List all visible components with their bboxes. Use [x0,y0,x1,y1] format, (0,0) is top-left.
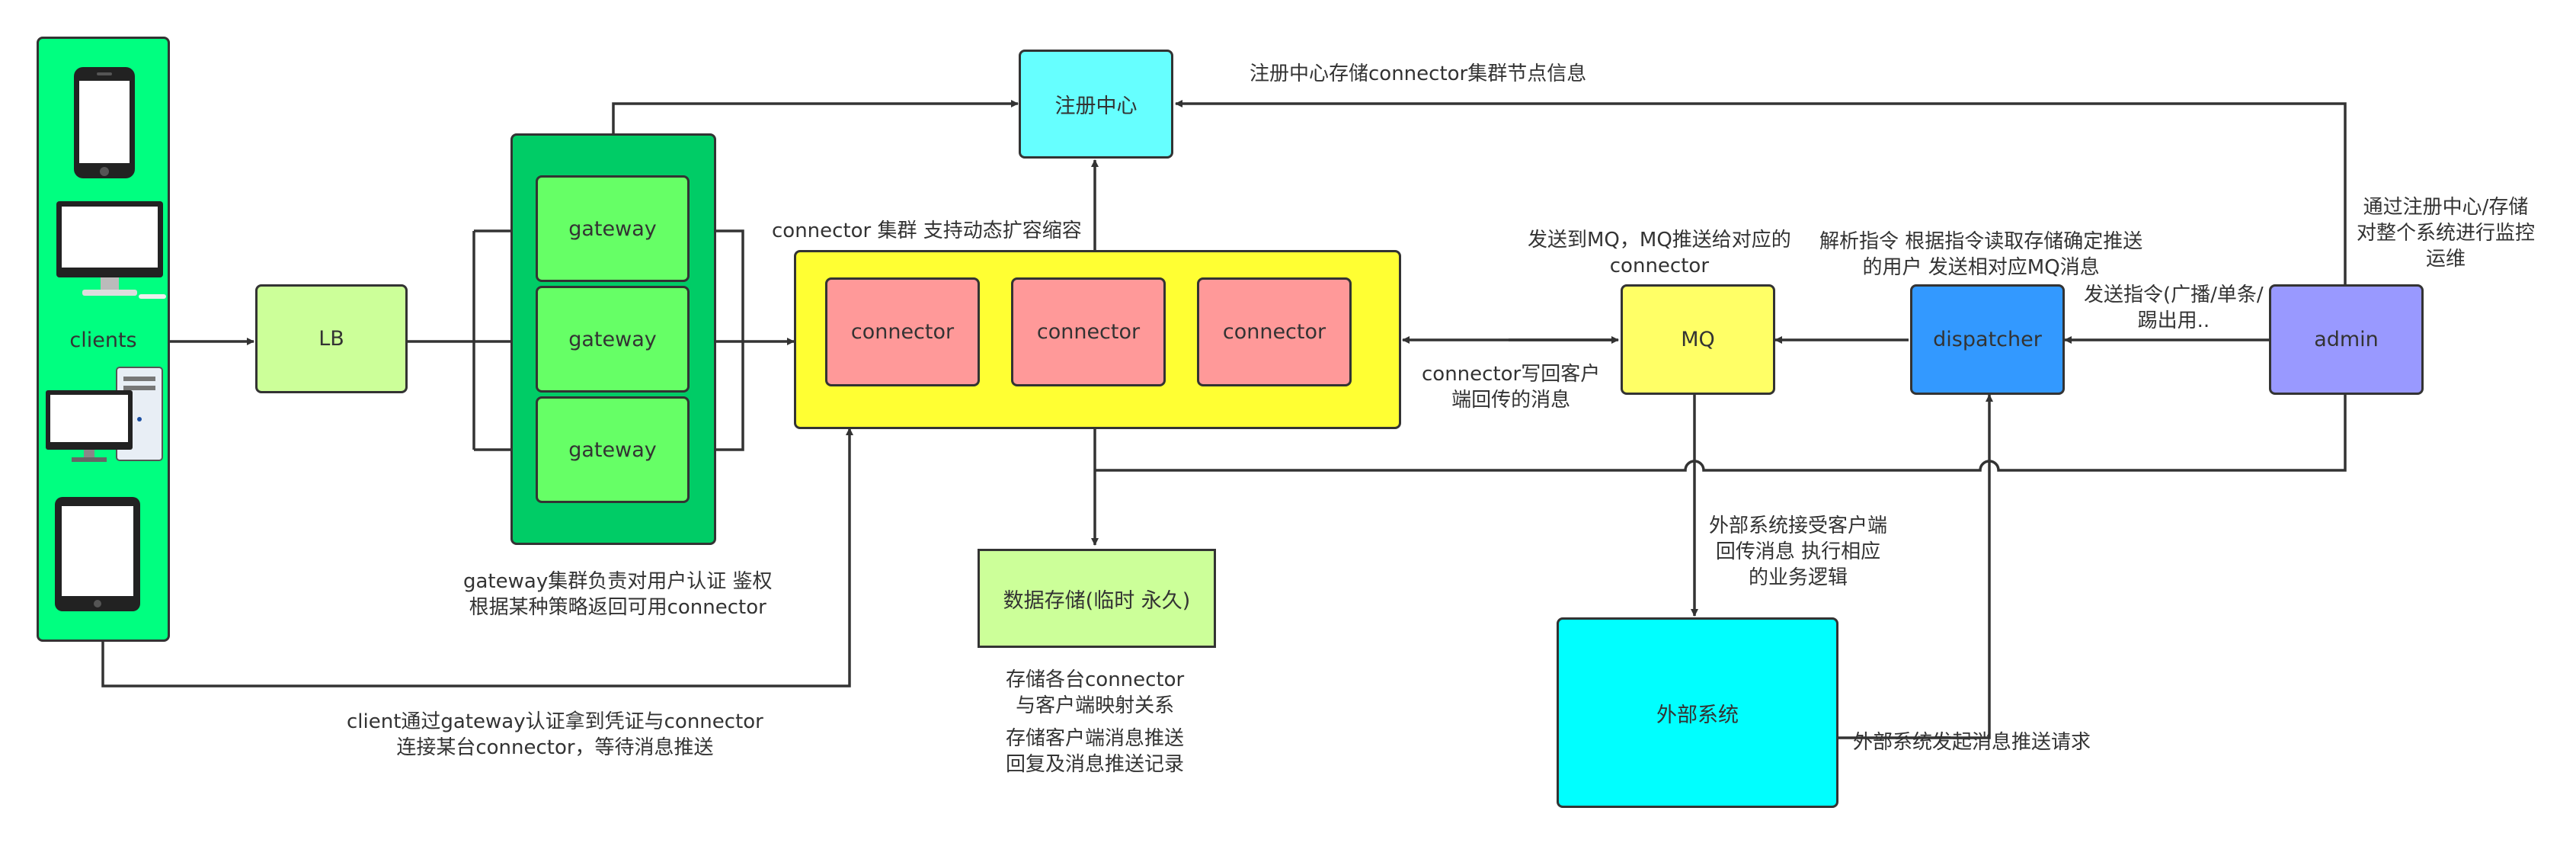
mq-label: MQ [1681,328,1715,351]
connector-node-1: connector [825,277,980,386]
admin-note: 通过注册中心/存储对整个系统进行监控运维 [2357,196,2536,271]
storage-node: 数据存储(临时 永久) [978,549,1216,648]
tablet-icon [55,497,140,611]
external-request-note: 外部系统发起消息推送请求 [1853,731,2091,754]
edge-lb-gateways [407,231,475,450]
gateway-label: gateway [568,327,657,351]
monitor-icon [56,201,166,299]
dispatcher-note: 解析指令 根据指令读取存储确定推送的用户 发送相对应MQ消息 [1819,230,2143,279]
storage-note-2: 存储客户端消息推送回复及消息推送记录 [1006,727,1185,776]
admin-command-note: 发送指令(广播/单条/踢出用.. [2084,284,2264,332]
storage-label: 数据存储(临时 永久) [1003,588,1191,613]
registry-label: 注册中心 [1054,95,1138,118]
writeback-note: connector写回客户端回传的消息 [1422,363,1601,412]
mq-node: MQ [1621,284,1775,395]
connector-node-2: connector [1011,277,1166,386]
registry-note: 注册中心存储connector集群节点信息 [1250,63,1587,85]
dispatcher-label: dispatcher [1933,328,2042,351]
gateway-label: gateway [568,216,657,241]
edge-external-dispatcher [1838,394,1993,739]
connector-label: connector [1036,320,1141,344]
external-system-node: 外部系统 [1557,617,1838,808]
external-system-label: 外部系统 [1656,703,1739,727]
gateway-node-3: gateway [536,396,690,503]
desktop-pc-icon [46,367,163,462]
connector-label: connector [850,320,955,344]
clients-label: clients [69,329,137,352]
connector-node-3: connector [1197,277,1352,386]
admin-node: admin [2269,284,2424,395]
connector-label: connector [1222,320,1326,344]
edge-gateway-registry [612,100,1019,133]
edge-clients-cluster [101,428,853,688]
external-note: 外部系统接受客户端回传消息 执行相应的业务逻辑 [1709,514,1888,589]
dispatcher-node: dispatcher [1910,284,2065,395]
admin-label: admin [2314,328,2379,351]
gateway-label: gateway [568,438,657,462]
edge-admin-registry [1175,100,2347,284]
gateway-node-2: gateway [536,286,690,393]
gateway-node-1: gateway [536,175,690,282]
gateway-note: gateway集群负责对用户认证 鉴权根据某种策略返回可用connector [463,570,773,619]
cluster-note: connector 集群 支持动态扩容缩容 [772,220,1082,242]
lb-node: LB [255,284,408,393]
edge-admin-cluster [1095,395,2347,472]
phone-icon [74,67,135,178]
registry-node: 注册中心 [1019,50,1173,159]
lb-label: LB [318,327,344,351]
